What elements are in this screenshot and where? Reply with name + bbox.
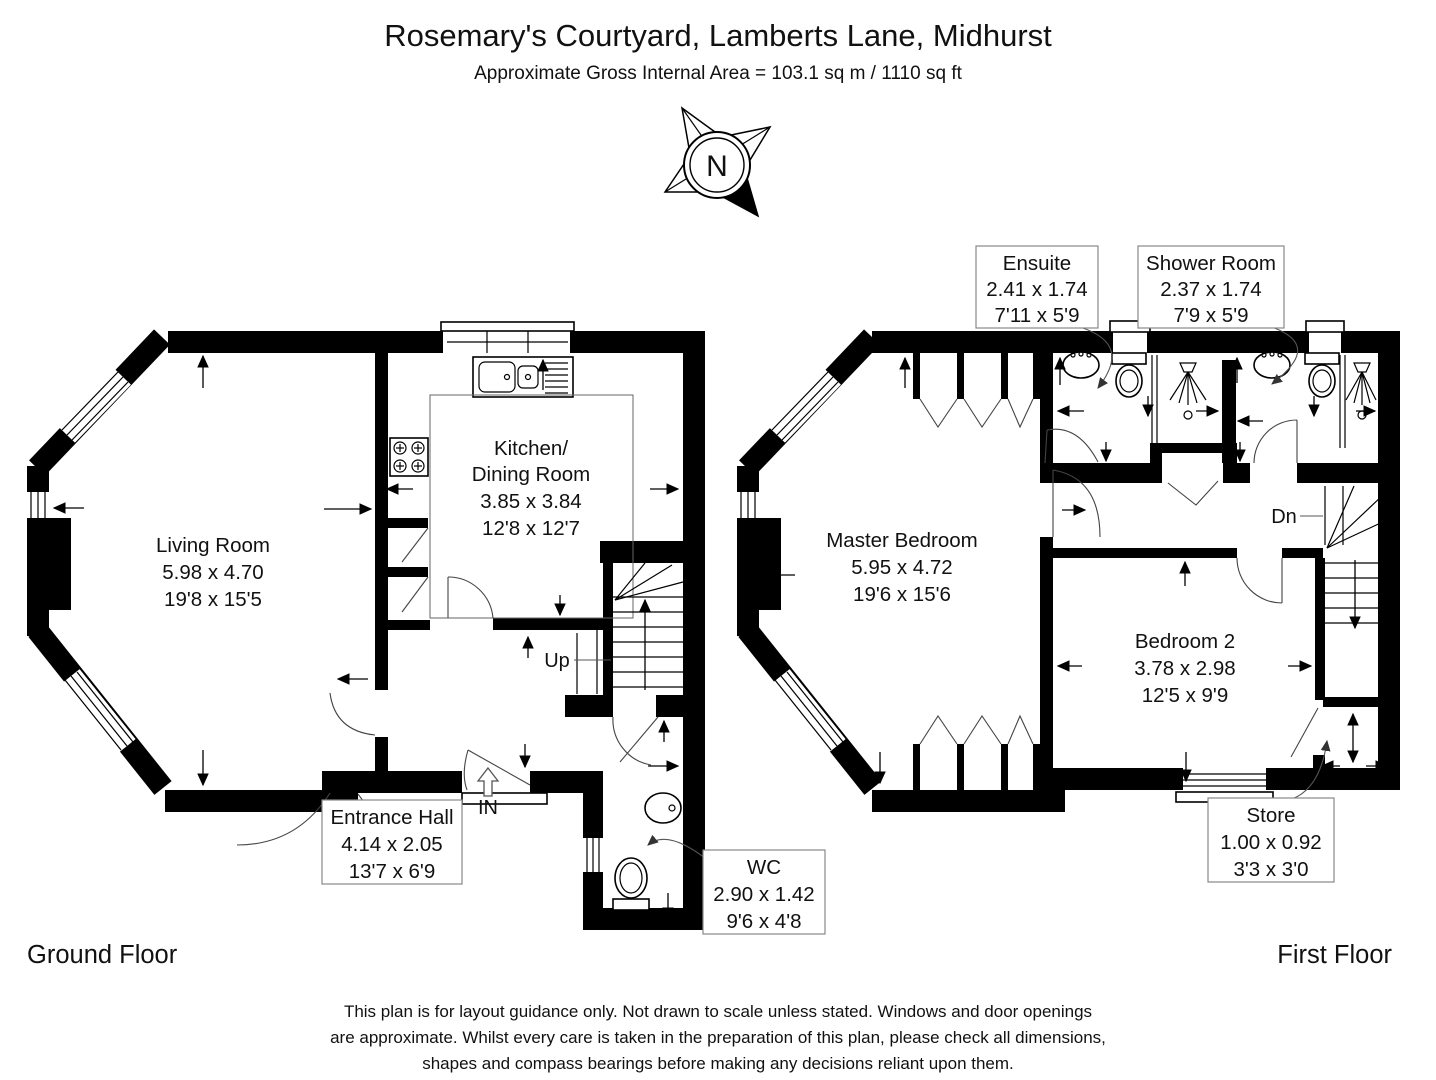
kitchen-area-outline bbox=[429, 394, 634, 619]
living-room-bay-window-lower bbox=[62, 669, 136, 753]
svg-text:12'5 x 9'9: 12'5 x 9'9 bbox=[1142, 684, 1228, 707]
living-room-label: Living Room 5.98 x 4.70 19'8 x 15'5 bbox=[156, 534, 270, 611]
svg-text:7'9 x 5'9: 7'9 x 5'9 bbox=[1173, 304, 1248, 327]
master-bedroom-label: Master Bedroom 5.95 x 4.72 19'6 x 15'6 bbox=[826, 529, 978, 606]
compass-north-label: N bbox=[706, 150, 728, 183]
shower-room-label: Shower Room 2.37 x 1.74 7'9 x 5'9 bbox=[1137, 245, 1299, 385]
page-title: Rosemary's Courtyard, Lamberts Lane, Mid… bbox=[384, 18, 1052, 53]
page-subtitle: Approximate Gross Internal Area = 103.1 … bbox=[474, 63, 962, 84]
kitchen-label: Kitchen/ Dining Room 3.85 x 3.84 12'8 x … bbox=[472, 437, 591, 540]
dimension-arrows-ground bbox=[52, 354, 680, 921]
svg-text:Store: Store bbox=[1247, 804, 1296, 827]
ground-floor-title: Ground Floor bbox=[27, 941, 178, 969]
svg-text:5.98 x 4.70: 5.98 x 4.70 bbox=[162, 561, 263, 584]
dimension-arrows-first bbox=[763, 356, 1389, 785]
svg-text:13'7 x 6'9: 13'7 x 6'9 bbox=[349, 860, 435, 883]
svg-text:are approximate. Whilst every: are approximate. Whilst every care is ta… bbox=[330, 1028, 1106, 1047]
entrance-in-arrow-icon bbox=[476, 766, 500, 797]
wardrobe-bottom bbox=[913, 714, 1040, 790]
store-door bbox=[1290, 707, 1319, 758]
bedroom2-door bbox=[1236, 557, 1283, 604]
shower-room-shower-icon bbox=[1339, 355, 1377, 448]
svg-text:2.90 x 1.42: 2.90 x 1.42 bbox=[713, 883, 814, 906]
ensuite-shower-icon bbox=[1151, 355, 1207, 448]
wc-window bbox=[583, 838, 603, 872]
svg-text:2.37 x 1.74: 2.37 x 1.74 bbox=[1160, 278, 1261, 301]
master-bedroom-door bbox=[1052, 469, 1101, 538]
shower-room-basin-icon bbox=[1253, 351, 1291, 379]
svg-text:1.00 x 0.92: 1.00 x 0.92 bbox=[1220, 831, 1321, 854]
chimney-breast bbox=[49, 518, 71, 610]
stairs-up bbox=[574, 562, 684, 694]
svg-text:Living Room: Living Room bbox=[156, 534, 270, 557]
wc-label: WC 2.90 x 1.42 9'6 x 4'8 bbox=[647, 834, 826, 935]
wc-door bbox=[612, 716, 659, 766]
svg-text:9'6 x 4'8: 9'6 x 4'8 bbox=[726, 910, 801, 933]
svg-text:WC: WC bbox=[747, 856, 781, 879]
cupboard-bifold-door bbox=[1167, 480, 1219, 506]
disclaimer: This plan is for layout guidance only. N… bbox=[330, 1002, 1106, 1073]
chimney-breast bbox=[759, 518, 781, 610]
svg-text:2.41 x 1.74: 2.41 x 1.74 bbox=[986, 278, 1087, 301]
svg-text:4.14 x 2.05: 4.14 x 2.05 bbox=[341, 833, 442, 856]
store-label: Store 1.00 x 0.92 3'3 x 3'0 bbox=[1207, 739, 1335, 883]
master-bay-window-upper bbox=[769, 369, 841, 443]
svg-text:shapes and compass bearings be: shapes and compass bearings before makin… bbox=[422, 1054, 1014, 1073]
hob-icon bbox=[389, 437, 429, 477]
entrance-hall-label: Entrance Hall 4.14 x 2.05 13'7 x 6'9 bbox=[321, 799, 463, 885]
toilet-icon bbox=[612, 857, 650, 911]
stairs-down-label: Dn bbox=[1271, 506, 1297, 528]
porch-step bbox=[461, 792, 548, 805]
cupboard-door bbox=[401, 576, 429, 613]
svg-text:Shower Room: Shower Room bbox=[1146, 252, 1276, 275]
shower-room-toilet-icon bbox=[1304, 352, 1340, 398]
compass-icon: N bbox=[663, 106, 772, 218]
svg-text:19'8 x 15'5: 19'8 x 15'5 bbox=[164, 588, 262, 611]
svg-text:5.95 x 4.72: 5.95 x 4.72 bbox=[851, 556, 952, 579]
living-room-door-arc bbox=[329, 692, 376, 736]
svg-text:Entrance Hall: Entrance Hall bbox=[330, 806, 453, 829]
svg-text:3'3 x 3'0: 3'3 x 3'0 bbox=[1233, 858, 1308, 881]
living-room-side-window bbox=[27, 492, 49, 518]
bedroom2-window bbox=[1175, 768, 1274, 803]
shower-room-door bbox=[1253, 419, 1298, 464]
ensuite-door bbox=[1044, 428, 1099, 464]
svg-text:3.78 x 2.98: 3.78 x 2.98 bbox=[1134, 657, 1235, 680]
wardrobe-top bbox=[913, 353, 1040, 429]
svg-text:Kitchen/: Kitchen/ bbox=[494, 437, 568, 460]
first-floor-title: First Floor bbox=[1277, 941, 1392, 969]
entrance-in-label: IN bbox=[478, 797, 498, 819]
cupboard-door bbox=[401, 527, 429, 563]
svg-text:12'8 x 12'7: 12'8 x 12'7 bbox=[482, 517, 580, 540]
basin-icon bbox=[644, 792, 682, 824]
svg-text:Bedroom 2: Bedroom 2 bbox=[1135, 630, 1235, 653]
svg-text:19'6 x 15'6: 19'6 x 15'6 bbox=[853, 583, 951, 606]
kitchen-door bbox=[447, 576, 494, 619]
master-side-window bbox=[737, 492, 759, 518]
svg-text:This plan is for layout guidan: This plan is for layout guidance only. N… bbox=[344, 1002, 1092, 1021]
svg-text:Ensuite: Ensuite bbox=[1003, 252, 1071, 275]
sink-icon bbox=[472, 356, 574, 398]
ensuite-toilet-icon bbox=[1111, 352, 1147, 398]
shower-room-window bbox=[1305, 320, 1345, 353]
first-floor-plan: Dn Master Bed bbox=[737, 245, 1400, 883]
bedroom2-label: Bedroom 2 3.78 x 2.98 12'5 x 9'9 bbox=[1134, 630, 1235, 707]
entrance-door bbox=[463, 749, 531, 791]
svg-text:3.85 x 3.84: 3.85 x 3.84 bbox=[480, 490, 581, 513]
svg-text:Master Bedroom: Master Bedroom bbox=[826, 529, 978, 552]
ensuite-label: Ensuite 2.41 x 1.74 7'11 x 5'9 bbox=[975, 245, 1113, 389]
kitchen-window bbox=[440, 321, 575, 353]
living-room-bay-window-upper bbox=[59, 369, 131, 443]
master-bay-window-lower bbox=[772, 669, 846, 753]
ground-floor-plan: Up bbox=[27, 321, 826, 935]
svg-text:Dining Room: Dining Room bbox=[472, 463, 591, 486]
stairs-down bbox=[1300, 485, 1388, 630]
svg-text:7'11 x 5'9: 7'11 x 5'9 bbox=[995, 304, 1080, 327]
stairs-up-label: Up bbox=[544, 650, 570, 672]
ensuite-basin-icon bbox=[1062, 351, 1100, 379]
